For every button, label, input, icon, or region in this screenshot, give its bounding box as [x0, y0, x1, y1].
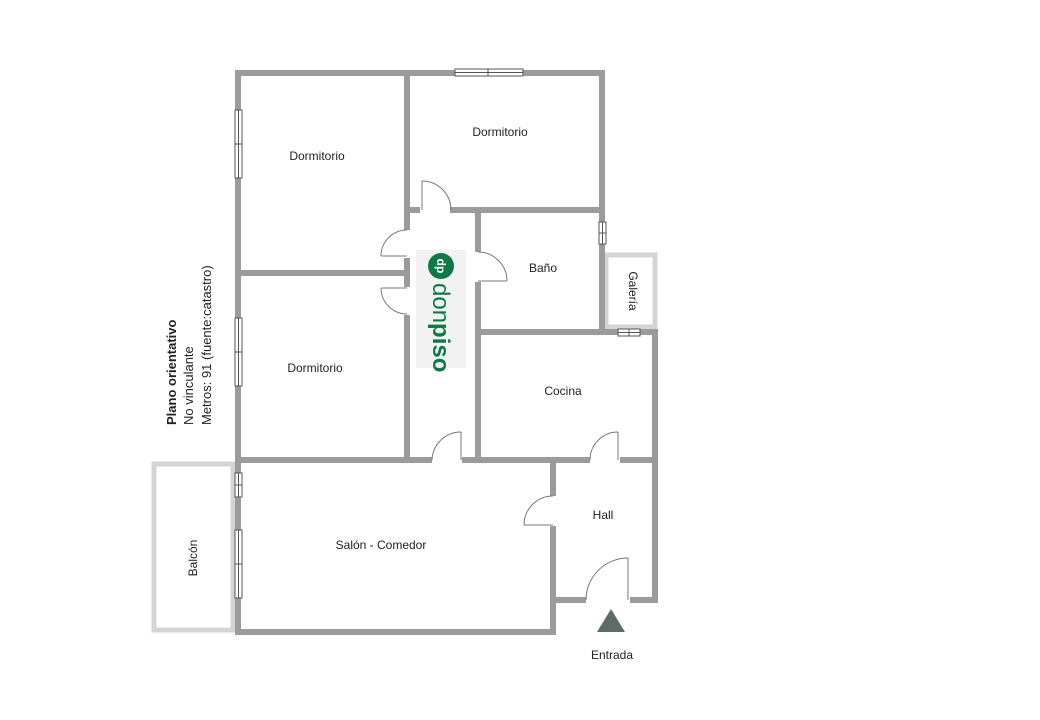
- door-corridor-salon: [431, 431, 462, 461]
- door-cocina: [589, 431, 619, 461]
- door-entrance: [585, 557, 629, 601]
- info-title: Plano orientativo: [164, 319, 179, 425]
- doors: [380, 180, 629, 601]
- window-galeria: [617, 328, 641, 337]
- window-salon-large: [234, 529, 243, 599]
- label-dormitorio-middle: Dormitorio: [287, 361, 343, 375]
- entrance: Entrada: [591, 609, 633, 662]
- logo-suffix: piso: [427, 323, 454, 372]
- windows: [234, 68, 641, 599]
- window-bano: [598, 221, 607, 245]
- window-bedroom1: [234, 109, 243, 179]
- door-hall-salon: [523, 495, 554, 526]
- logo-badge-text: dp: [434, 259, 448, 274]
- label-salon-comedor: Salón - Comedor: [336, 538, 427, 552]
- label-balcon: Balcón: [186, 540, 200, 577]
- label-dormitorio-top-left: Dormitorio: [289, 149, 345, 163]
- entrance-label: Entrada: [591, 648, 633, 662]
- logo-badge-icon: [428, 253, 454, 279]
- plan-info: Plano orientativo No vinculante Metros: …: [164, 265, 214, 425]
- label-bano: Baño: [529, 261, 557, 275]
- info-disclaimer: No vinculante: [181, 346, 196, 425]
- galeria-outline: [603, 252, 658, 330]
- door-gaps: [402, 205, 630, 605]
- door-bedroom1: [380, 229, 408, 257]
- info-area: Metros: 91 (fuente:catastro): [199, 265, 214, 425]
- window-salon-small: [234, 472, 243, 498]
- window-bedroom3: [234, 317, 243, 387]
- label-hall: Hall: [593, 508, 614, 522]
- door-bedroom3: [380, 287, 408, 315]
- entrance-marker-icon: [597, 609, 625, 632]
- logo-prefix: don: [427, 283, 454, 323]
- door-bano: [477, 251, 508, 282]
- door-bedroom2: [421, 180, 452, 211]
- label-cocina: Cocina: [544, 384, 582, 398]
- window-top: [454, 68, 524, 77]
- donpiso-logo: dp donpiso: [416, 250, 466, 372]
- label-galeria: Galería: [626, 271, 640, 311]
- label-dormitorio-top-right: Dormitorio: [472, 125, 528, 139]
- balcon-outline: [151, 461, 236, 633]
- room-labels: Dormitorio Dormitorio Dormitorio Baño Ga…: [186, 125, 640, 576]
- walls: [235, 70, 658, 635]
- light-walls: [151, 252, 658, 633]
- logo-wordmark: donpiso: [427, 283, 454, 372]
